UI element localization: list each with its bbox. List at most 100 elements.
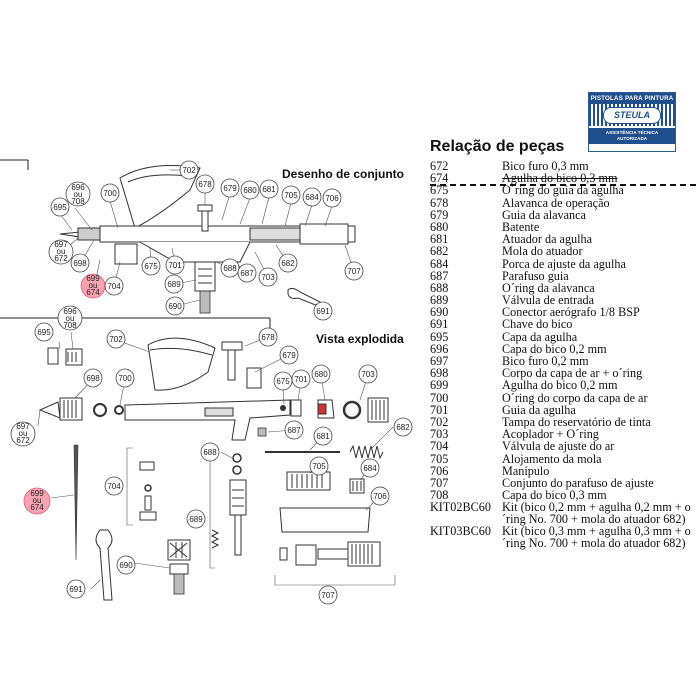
- callout-704: 704: [104, 276, 124, 296]
- callout-705: 705: [281, 185, 301, 205]
- part-description: O´ring do guia da agulha: [502, 183, 624, 198]
- logo-bottom-line-1: ASSISTÊNCIA TÉCNICA: [605, 130, 659, 135]
- svg-text:675: 675: [144, 262, 158, 271]
- callout-698: 698: [70, 253, 90, 273]
- svg-text:701: 701: [294, 375, 308, 384]
- part-code: 679: [430, 207, 449, 222]
- svg-text:ou: ou: [57, 247, 66, 256]
- svg-text:688: 688: [223, 264, 237, 273]
- svg-text:704: 704: [107, 282, 121, 291]
- part-code: 699: [430, 378, 449, 393]
- svg-text:681: 681: [316, 432, 330, 441]
- part-code: 702: [430, 414, 449, 429]
- part-code: 695: [430, 329, 449, 344]
- callout-682: 682: [393, 417, 413, 437]
- callout-701: 701: [291, 369, 311, 389]
- part-description: O´ring da alavanca: [502, 280, 595, 295]
- part-code: 696: [430, 341, 449, 356]
- part-code: 674: [430, 171, 449, 186]
- parts-list-title: Relação de peças: [430, 138, 565, 155]
- parts-list-row: 702 Tampa do reservatório de tinta: [430, 416, 695, 428]
- svg-text:678: 678: [198, 180, 212, 189]
- part-code: 690: [430, 305, 449, 320]
- svg-text:708: 708: [63, 321, 77, 330]
- part-code: 703: [430, 427, 449, 442]
- part-description: Guia da alavanca: [502, 207, 586, 222]
- part-description: Agulha do bico 0,2 mm: [502, 378, 618, 393]
- part-description: Conjunto do parafuso de ajuste: [502, 475, 654, 490]
- part-description: Batente: [502, 219, 540, 234]
- part-description: Agulha do bico 0,3 mm: [502, 171, 618, 186]
- part-description: O´ring do corpo da capa de ar: [502, 390, 648, 405]
- svg-text:687: 687: [240, 269, 254, 278]
- svg-text:687: 687: [287, 426, 301, 435]
- svg-text:675: 675: [276, 377, 290, 386]
- svg-text:680: 680: [243, 186, 257, 195]
- exploded-diagram: Desenho de conjunto Vista explodida: [0, 159, 413, 605]
- logo-top-text: PISTOLAS PARA PINTURA: [589, 93, 675, 104]
- part-code: 689: [430, 293, 449, 308]
- callout-681: 681: [259, 179, 279, 199]
- part-description: Mola do atuador: [502, 244, 583, 259]
- svg-text:698: 698: [73, 259, 87, 268]
- callout-680: 680: [311, 364, 331, 384]
- callout-703: 703: [358, 364, 378, 384]
- svg-text:682: 682: [281, 259, 295, 268]
- part-code: 682: [430, 244, 449, 259]
- callout-681: 681: [313, 426, 333, 446]
- callout-682: 682: [278, 253, 298, 273]
- part-description: Porca de ajuste da agulha: [502, 256, 626, 271]
- callout-680: 680: [240, 180, 260, 200]
- svg-text:707: 707: [321, 591, 335, 600]
- callout-690: 690: [116, 555, 136, 575]
- callout-675: 675: [273, 371, 293, 391]
- part-description: Capa do bico 0,3 mm: [502, 488, 607, 503]
- svg-text:682: 682: [396, 423, 410, 432]
- svg-text:698: 698: [86, 374, 100, 383]
- parts-list-row: 682 Mola do atuador: [430, 245, 695, 257]
- part-code: 700: [430, 390, 449, 405]
- svg-text:696: 696: [63, 307, 77, 316]
- exploded-heading: Vista explodida: [316, 332, 404, 346]
- svg-text:695: 695: [53, 203, 67, 212]
- svg-text:701: 701: [168, 261, 182, 270]
- svg-text:708: 708: [71, 197, 85, 206]
- part-description: Kit (bico 0,2 mm + agulha 0,2 mm + o´rin…: [502, 500, 691, 527]
- part-description: Alojamento da mola: [502, 451, 602, 466]
- callout-675: 675: [141, 256, 161, 276]
- callout-689: 689: [186, 509, 206, 529]
- assembly-heading: Desenho de conjunto: [282, 167, 404, 181]
- logo-bottom: ASSISTÊNCIA TÉCNICA AUTORIZADA: [589, 128, 675, 144]
- svg-text:706: 706: [325, 194, 339, 203]
- svg-text:704: 704: [107, 482, 121, 491]
- svg-text:ou: ou: [19, 429, 28, 438]
- svg-text:705: 705: [284, 191, 298, 200]
- assembled-airbrush: [59, 165, 356, 314]
- part-code: 684: [430, 256, 449, 271]
- svg-text:679: 679: [282, 351, 296, 360]
- callout-700: 700: [115, 368, 135, 388]
- svg-text:689: 689: [189, 515, 203, 524]
- part-description: Tampa do reservatório de tinta: [502, 414, 651, 429]
- svg-text:703: 703: [361, 370, 375, 379]
- dashed-divider: [430, 184, 696, 186]
- part-description: Capa da agulha: [502, 329, 578, 344]
- part-description: Conector aerógrafo 1/8 BSP: [502, 305, 640, 320]
- part-description: Atuador da agulha: [502, 232, 593, 247]
- svg-text:678: 678: [261, 333, 275, 342]
- callout-688: 688: [220, 258, 240, 278]
- svg-text:684: 684: [363, 464, 377, 473]
- svg-text:679: 679: [223, 184, 237, 193]
- callout-690: 690: [165, 296, 185, 316]
